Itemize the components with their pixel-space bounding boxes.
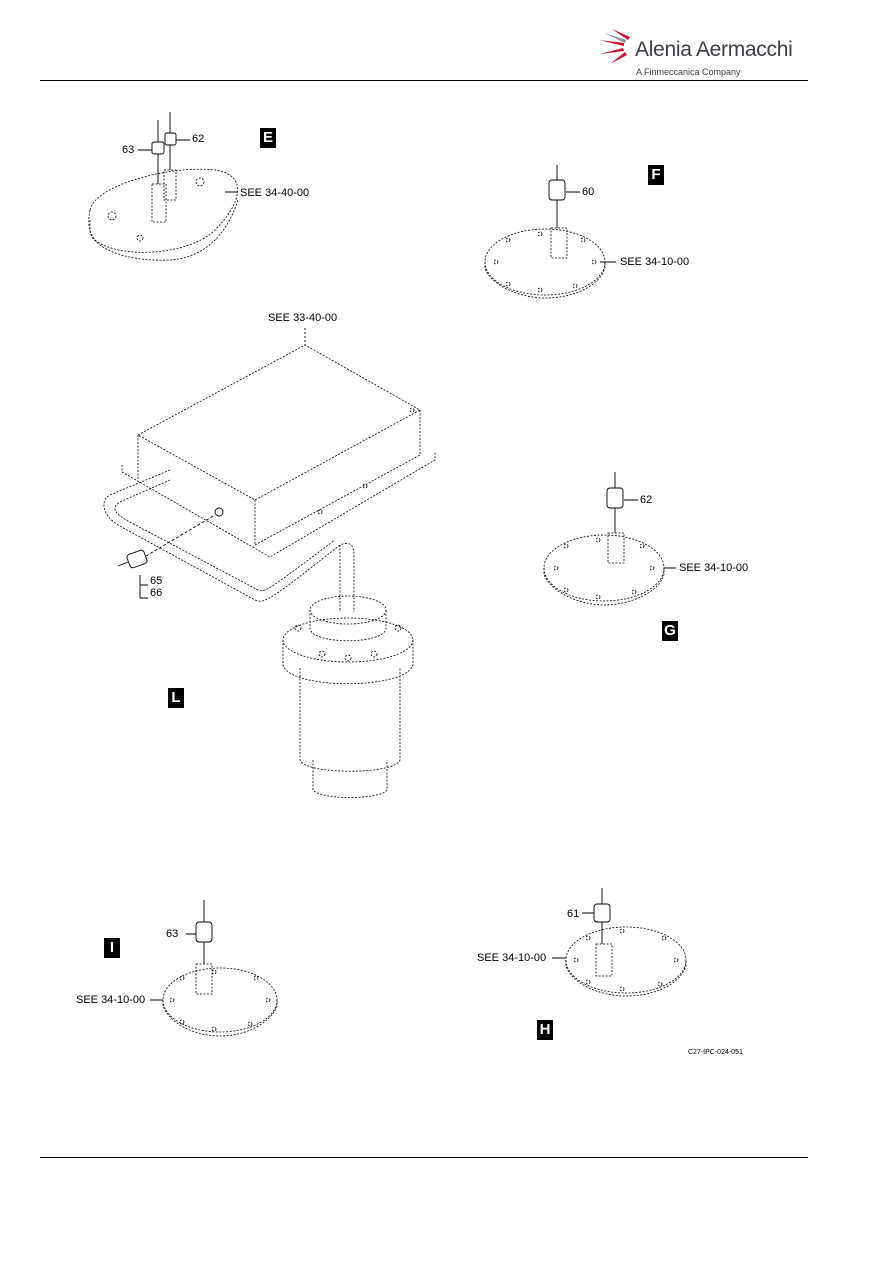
- header-rule: [40, 80, 808, 81]
- figure-reference: C27-IPC-024-051: [688, 1049, 743, 1056]
- callout-60: 60: [582, 186, 595, 198]
- brand-name: Alenia Aermacchi: [635, 38, 793, 61]
- callout-62: 62: [192, 133, 205, 145]
- view-h-drawing: [565, 926, 687, 997]
- callout-63: 63: [122, 144, 135, 156]
- see-reference: SEE 33-40-00: [268, 312, 338, 324]
- view-label-h: H: [537, 1020, 553, 1040]
- view-g-drawing: [543, 532, 665, 606]
- callout-61: 61: [567, 908, 580, 920]
- callout-65: 65: [150, 575, 163, 587]
- view-i-drawing: [162, 963, 278, 1037]
- view-label-i: I: [104, 938, 120, 958]
- see-reference: SEE 34-10-00: [620, 256, 690, 268]
- view-l-drawing: [103, 344, 436, 798]
- view-label-e: E: [260, 128, 276, 148]
- view-f-drawing: [484, 227, 606, 299]
- footer-rule: [40, 1157, 808, 1158]
- callout-62: 62: [640, 494, 653, 506]
- brand-logo-icon: [599, 29, 630, 64]
- callout-66: 66: [150, 587, 163, 599]
- callout-63: 63: [166, 928, 179, 940]
- see-reference: SEE 34-40-00: [240, 187, 310, 199]
- view-label-f: F: [648, 165, 664, 185]
- see-reference: SEE 34-10-00: [477, 952, 547, 964]
- brand-tagline: A Finmeccanica Company: [636, 67, 741, 77]
- view-label-g: G: [662, 621, 678, 641]
- see-reference: SEE 34-10-00: [679, 562, 749, 574]
- see-reference: SEE 34-10-00: [76, 994, 146, 1006]
- view-label-l: L: [168, 688, 184, 708]
- view-e-drawing: [88, 168, 239, 261]
